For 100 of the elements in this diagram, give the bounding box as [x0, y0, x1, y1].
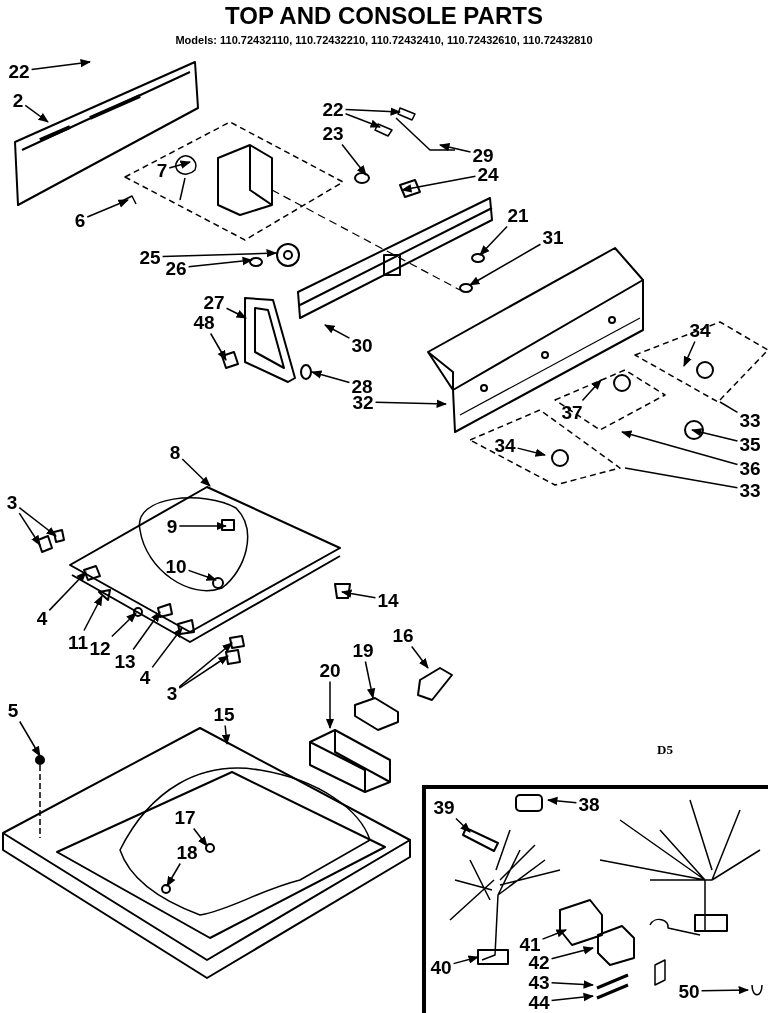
leader-line	[178, 642, 233, 688]
callout-number: 8	[169, 442, 181, 462]
callout-number: 42	[528, 952, 550, 972]
callout-number: 25	[139, 247, 161, 267]
leader-line	[410, 645, 429, 669]
leader-line	[550, 946, 594, 960]
callout-number: 21	[507, 205, 529, 225]
leader-line	[187, 256, 254, 268]
callout-number: 40	[430, 957, 452, 977]
callout-number: 37	[561, 402, 583, 422]
callout-number: 2	[12, 90, 24, 110]
callout-number: 22	[322, 99, 344, 119]
leader-line	[683, 340, 696, 367]
callout-number: 3	[6, 492, 18, 512]
leader-line	[19, 720, 41, 757]
diagram-title: TOP AND CONSOLE PARTS	[225, 4, 543, 28]
leader-line	[364, 660, 376, 700]
leader-line	[48, 571, 87, 612]
leader-line	[30, 59, 92, 71]
callout-number: 6	[74, 210, 86, 230]
leader-line	[86, 199, 129, 218]
leader-line	[324, 324, 351, 339]
leader-line	[439, 143, 472, 153]
leader-line	[341, 143, 367, 176]
leader-line	[311, 370, 351, 384]
leader-line	[178, 655, 229, 689]
callout-number: 50	[678, 981, 700, 1001]
callout-number: 17	[174, 807, 196, 827]
callout-number: 10	[165, 556, 187, 576]
callout-number: 15	[213, 704, 235, 724]
callout-number: 34	[689, 320, 711, 340]
leader-line	[621, 430, 739, 466]
callout-number: 38	[578, 794, 600, 814]
callout-number: 43	[528, 972, 550, 992]
leader-line	[132, 611, 161, 651]
leader-line	[479, 225, 508, 256]
leader-line	[168, 160, 191, 169]
callout-number: 33	[739, 480, 761, 500]
leader-line	[344, 113, 381, 128]
leader-line	[550, 992, 595, 1002]
leader-line	[340, 589, 377, 599]
leader-line	[374, 399, 448, 408]
callout-number: 30	[351, 335, 373, 355]
page-code: D5	[657, 741, 673, 760]
callout-number: 20	[319, 660, 341, 680]
leader-line	[181, 458, 211, 487]
callout-number: 9	[166, 516, 178, 536]
callout-number: 13	[114, 651, 136, 671]
callout-number: 41	[519, 934, 541, 954]
leader-line	[151, 627, 183, 669]
leader-line	[325, 680, 335, 730]
callout-number: 23	[322, 123, 344, 143]
callout-number: 36	[739, 458, 761, 478]
callout-number: 4	[139, 667, 151, 687]
callout-number: 5	[7, 700, 19, 720]
callout-number: 33	[739, 410, 761, 430]
callout-number: 39	[433, 797, 455, 817]
inset-frame	[422, 785, 768, 1013]
callout-number: 16	[392, 625, 414, 645]
leader-line	[24, 104, 49, 123]
callout-number: 24	[477, 164, 499, 184]
callout-number: 35	[739, 434, 761, 454]
callout-number: 4	[36, 608, 48, 628]
leader-line	[83, 595, 103, 632]
leader-line	[166, 862, 181, 887]
leader-line	[18, 506, 57, 537]
leader-line	[209, 332, 227, 361]
callout-number: 22	[8, 61, 30, 81]
callout-number: 44	[528, 992, 550, 1012]
leader-line	[455, 817, 471, 833]
callout-number: 31	[542, 227, 564, 247]
callout-number: 3	[166, 683, 178, 703]
leader-line	[719, 401, 739, 414]
leader-line	[221, 724, 231, 746]
leader-line	[700, 985, 750, 995]
leader-line	[225, 307, 247, 319]
callout-number: 7	[156, 160, 168, 180]
leader-line	[550, 980, 595, 989]
callout-number: 34	[494, 435, 516, 455]
leader-line	[541, 929, 567, 940]
leader-line	[344, 107, 402, 116]
callout-number: 27	[203, 292, 225, 312]
leader-line	[691, 428, 739, 442]
callout-number: 19	[352, 640, 374, 660]
model-numbers: Models: 110.72432110, 110.72432210, 110.72432410, 110.72432610, 110.72432810	[175, 32, 593, 48]
leader-line	[452, 955, 479, 965]
leader-line	[624, 467, 739, 489]
leader-line	[178, 521, 228, 531]
callout-number: 26	[165, 258, 187, 278]
leader-line	[18, 512, 41, 546]
leader-line	[192, 827, 208, 847]
leader-line	[111, 612, 137, 638]
callout-number: 12	[89, 638, 111, 658]
callout-number: 29	[472, 145, 494, 165]
leader-line	[516, 447, 546, 457]
callout-number: 48	[193, 312, 215, 332]
leader-line	[187, 569, 217, 581]
callout-number: 11	[67, 632, 89, 652]
callout-number: 14	[377, 590, 399, 610]
leader-line	[581, 379, 602, 402]
